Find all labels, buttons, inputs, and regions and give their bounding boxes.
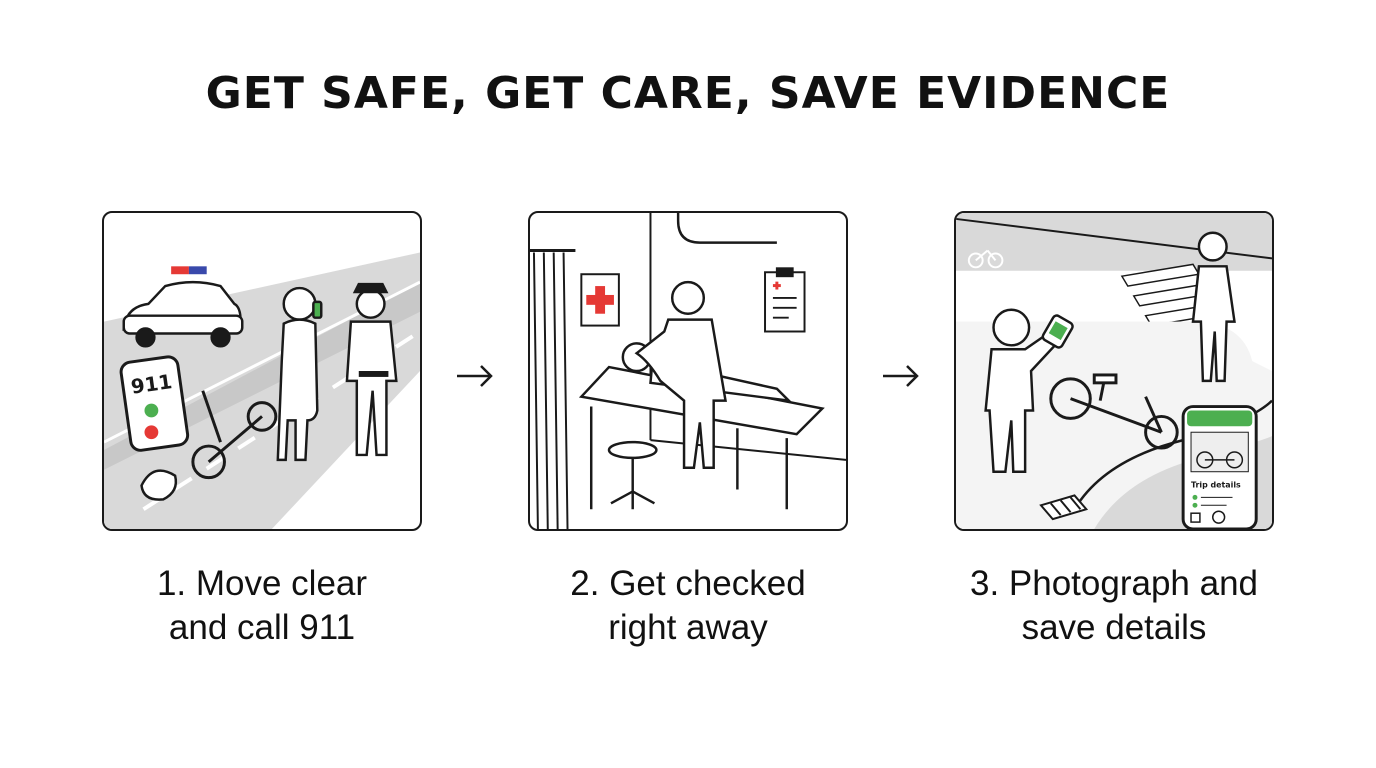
step-3-caption-line-2: save details xyxy=(1021,608,1207,647)
page-title: GET SAFE, GET CARE, SAVE EVIDENCE xyxy=(205,68,1171,119)
arrow-right-icon xyxy=(879,356,923,396)
police-officer-icon xyxy=(345,282,398,457)
step-1-caption: 1. Move clear and call 911 xyxy=(52,562,472,650)
step-3-caption: 3. Photograph and save details xyxy=(904,562,1324,650)
doctor-icon xyxy=(634,280,727,470)
evidence-app-phone-icon: Trip details xyxy=(1181,405,1258,529)
medical-check-drawing xyxy=(530,213,846,529)
step-2-caption: 2. Get checked right away xyxy=(478,562,898,650)
phone-911-text: 911 xyxy=(130,370,174,399)
step-3-illustration: Trip details xyxy=(954,211,1274,531)
bicycle-lane-icon xyxy=(967,249,1004,269)
fallen-scooter-icon xyxy=(191,390,278,480)
red-cross-sign-icon xyxy=(580,273,620,327)
step-1-illustration: 911 xyxy=(102,211,422,531)
clipboard-icon xyxy=(764,267,806,333)
helmet-icon xyxy=(140,469,178,501)
accident-scene-drawing: 911 xyxy=(104,252,420,529)
bystander-icon xyxy=(1191,231,1236,383)
step-2-illustration xyxy=(528,211,848,531)
drain-grate-icon xyxy=(1039,494,1089,521)
phone-icon: 911 xyxy=(119,355,190,452)
person-calling-icon xyxy=(276,286,323,462)
step-1-caption-line-1: 1. Move clear xyxy=(156,564,368,603)
step-2-caption-line-1: 2. Get checked xyxy=(570,564,806,603)
arrow-right-icon xyxy=(453,356,497,396)
person-photographing-icon xyxy=(984,308,1074,473)
police-car-icon xyxy=(122,266,244,348)
step-3-caption-line-1: 3. Photograph and xyxy=(969,564,1258,603)
trip-details-label: Trip details xyxy=(1191,481,1241,490)
step-2-caption-line-2: right away xyxy=(608,608,768,647)
privacy-curtain xyxy=(530,249,576,529)
evidence-photo-drawing: Trip details xyxy=(956,213,1272,529)
step-1-caption-line-2: and call 911 xyxy=(168,608,356,647)
stool-icon xyxy=(607,440,658,510)
fallen-scooter-icon xyxy=(1049,373,1179,450)
